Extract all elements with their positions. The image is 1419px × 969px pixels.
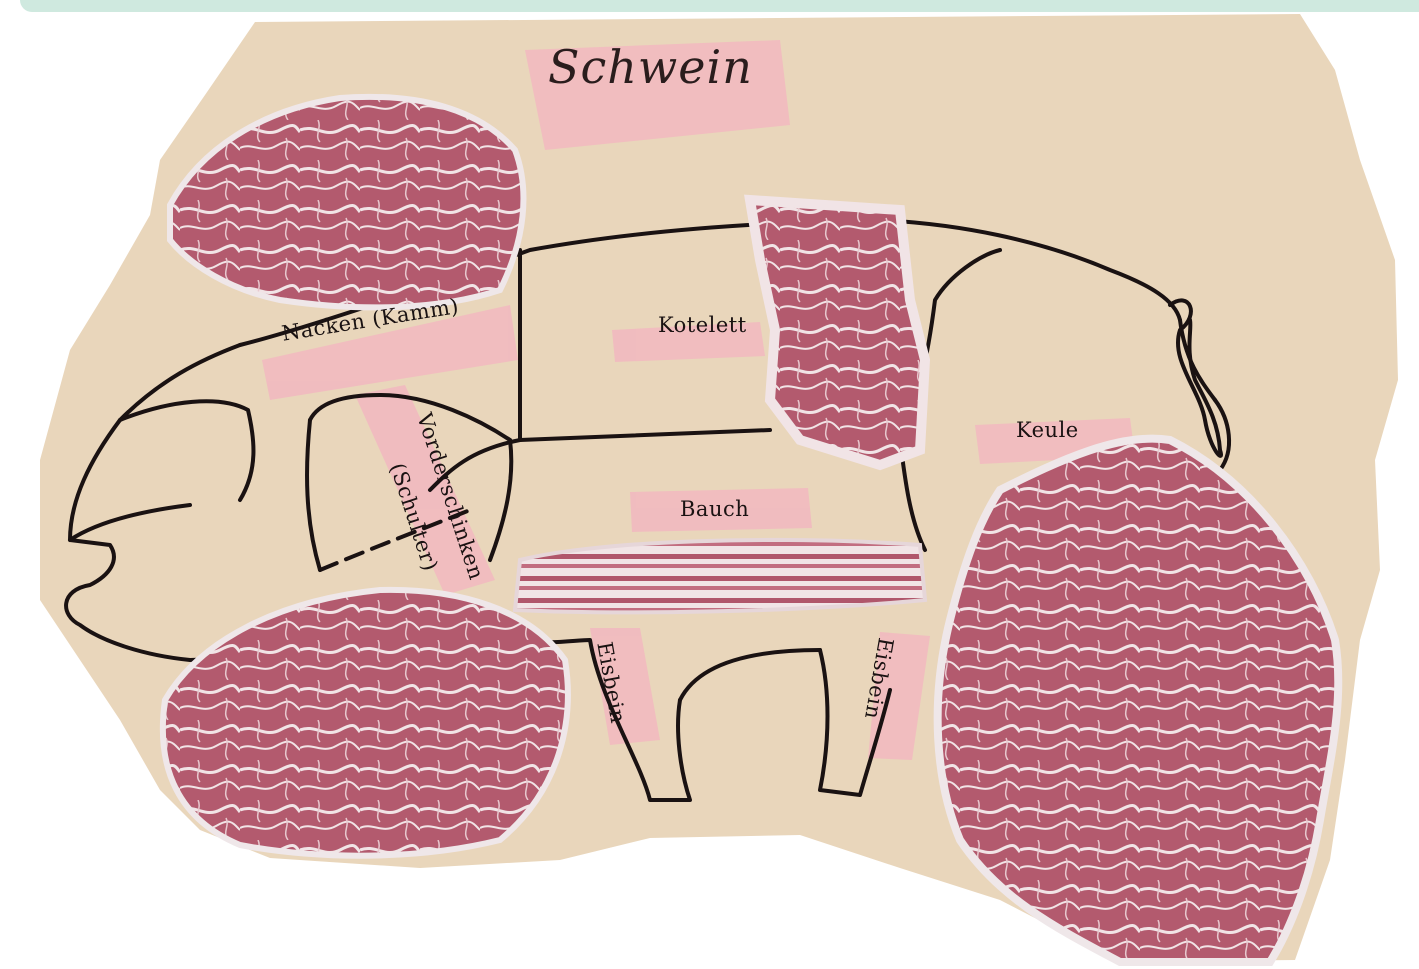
label-bauch: Bauch — [680, 497, 749, 521]
diagram-title: Schwein — [548, 40, 753, 94]
belly-meat-image — [515, 540, 925, 612]
label-kotelett: Kotelett — [658, 313, 747, 337]
label-keule: Keule — [1016, 418, 1079, 442]
